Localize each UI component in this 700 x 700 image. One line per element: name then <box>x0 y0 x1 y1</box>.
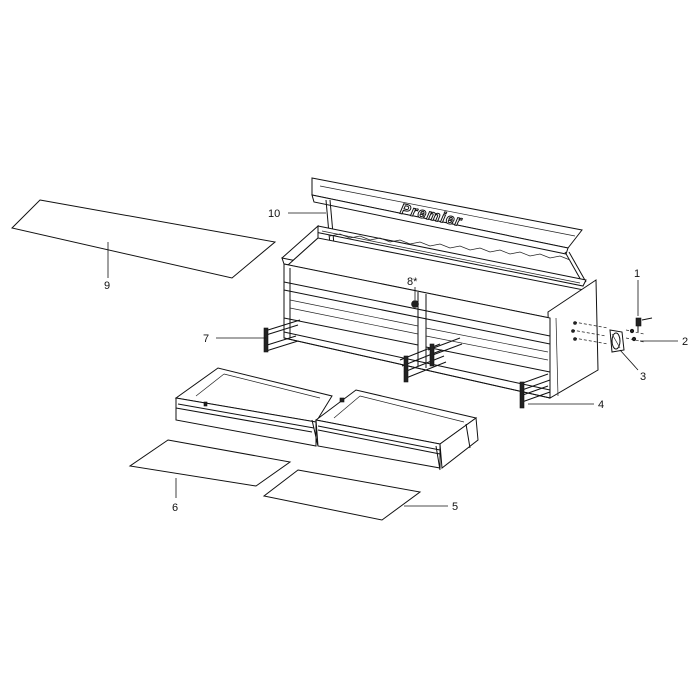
part-10-lid: Premier 10 <box>268 177 587 283</box>
part-8-lock <box>411 300 419 308</box>
part-right-drawer <box>314 389 479 471</box>
callout-1: 1 <box>634 268 640 280</box>
part-9-top-liner: 9 <box>11 199 277 292</box>
callout-5: 5 <box>452 501 458 513</box>
callout-10: 10 <box>268 208 280 220</box>
part-4-drawer-slide: 4 <box>519 373 604 411</box>
callout-2: 2 <box>682 336 688 348</box>
callout-9: 9 <box>104 280 110 292</box>
part-5-drawer-liner: 5 <box>262 469 458 521</box>
part-handle-hardware: 3 2 1 <box>571 268 688 383</box>
callout-8: 8* <box>407 276 418 288</box>
part-left-drawer <box>174 367 333 447</box>
part-slides-center <box>399 337 463 383</box>
part-6-drawer-liner: 6 <box>128 439 292 514</box>
callout-4: 4 <box>598 399 604 411</box>
callout-3: 3 <box>640 371 646 383</box>
callout-7: 7 <box>203 333 209 345</box>
part-7-drawer-slide: 7 <box>203 319 301 353</box>
part-chest-body: Premier 10 <box>203 177 604 411</box>
callout-6: 6 <box>172 502 178 514</box>
